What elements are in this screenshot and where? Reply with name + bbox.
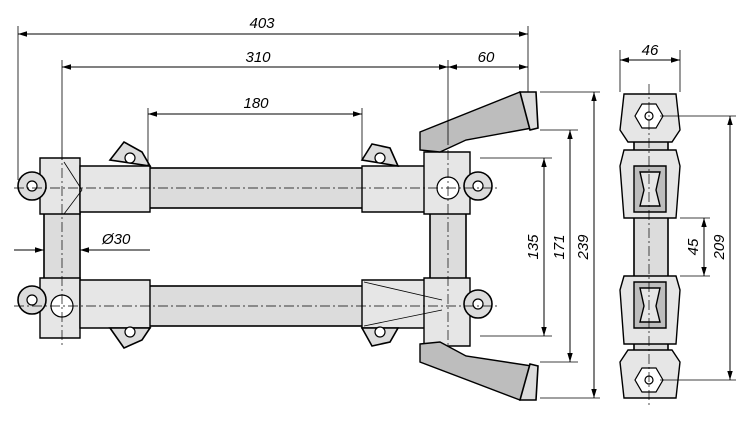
dim-total-height: 239	[575, 234, 592, 261]
right-lower-connector	[360, 277, 539, 401]
dim-inner-height: 135	[525, 234, 542, 260]
front-view	[14, 91, 539, 401]
right-upper-connector	[360, 91, 539, 215]
dim-overall-width: 403	[249, 15, 275, 32]
dim-side-width: 46	[642, 42, 659, 59]
dim-end-offset: 60	[478, 49, 495, 66]
dim-side-gap: 45	[685, 238, 702, 255]
dim-mid-height: 171	[551, 234, 568, 259]
dim-bar-length: 180	[243, 95, 269, 112]
dim-handle-width: 310	[245, 49, 271, 66]
left-lower-connector	[17, 277, 152, 349]
dim-tube-diameter: Ø30	[101, 231, 131, 248]
side-view	[619, 84, 681, 408]
front-dimensions: 403 310 60 180 Ø30 135 171 239	[14, 15, 600, 399]
side-dimensions: 46 45 209	[619, 42, 736, 381]
left-upper-connector	[17, 140, 152, 215]
dim-side-height: 209	[711, 234, 728, 261]
